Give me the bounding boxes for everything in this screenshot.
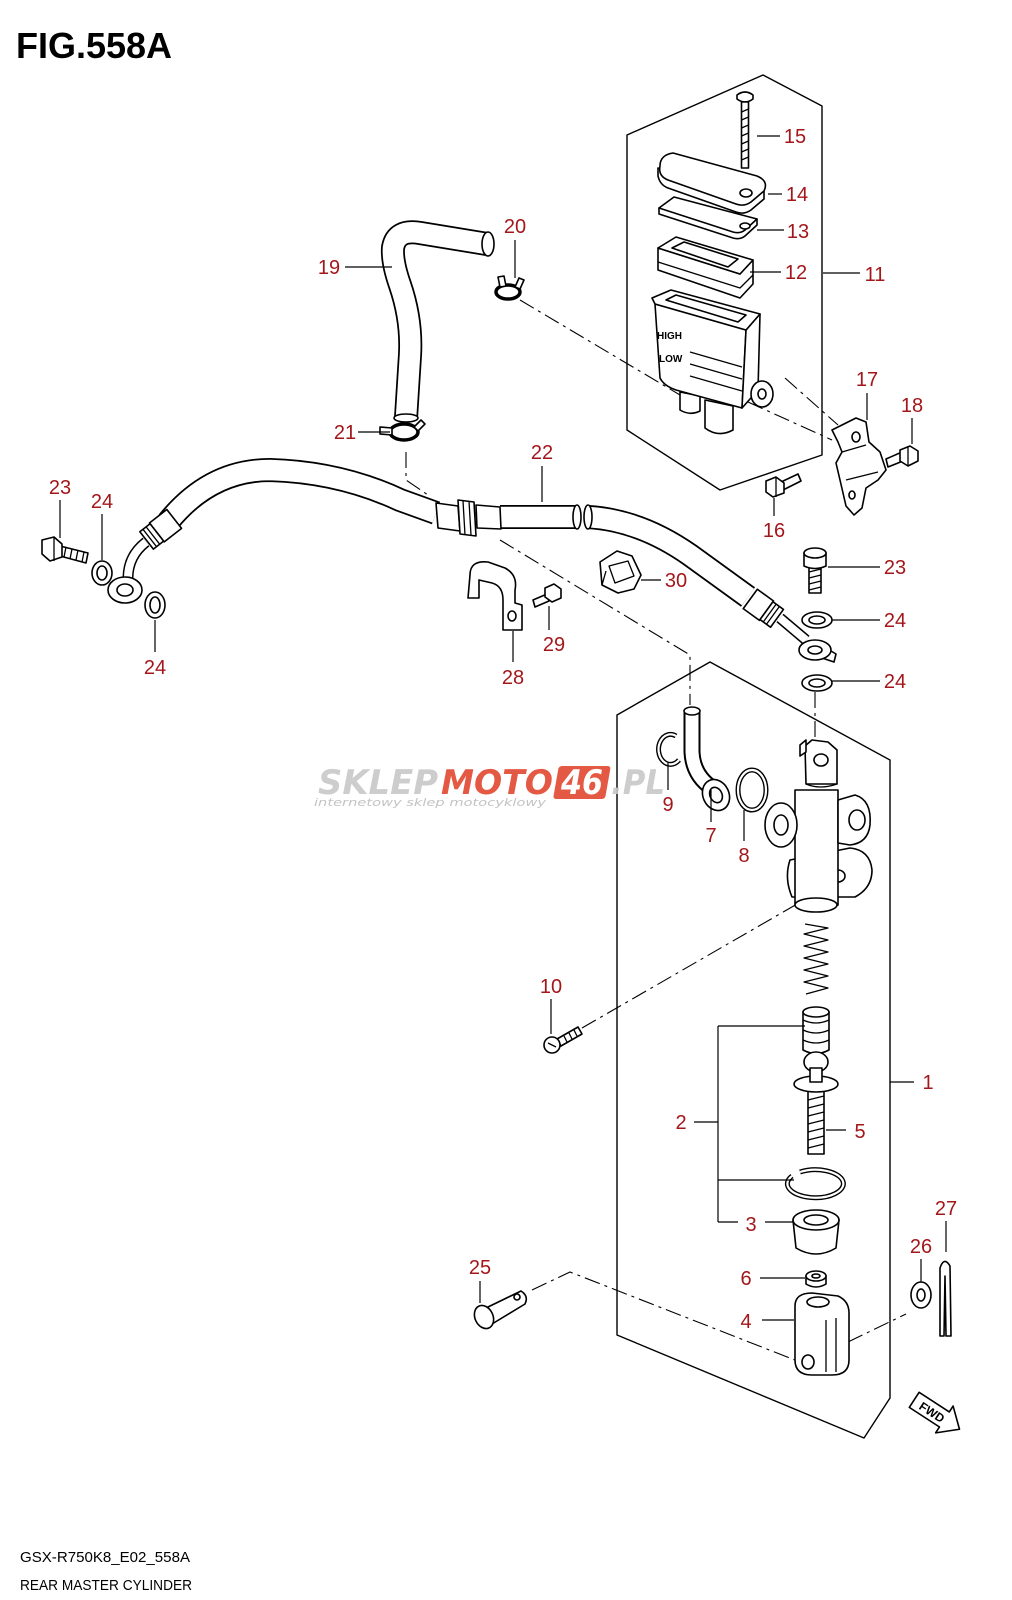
- screw-15: [736, 91, 754, 169]
- pin-25: [473, 1290, 528, 1330]
- clamp-30: [599, 550, 642, 594]
- plate-13: [658, 196, 758, 240]
- washer-24-left-top: [91, 560, 113, 586]
- callout-17: 17: [856, 369, 878, 391]
- callout-29: 29: [543, 634, 565, 656]
- callout-26: 26: [910, 1236, 932, 1258]
- clip-21: [379, 419, 426, 442]
- callout-27: 27: [935, 1198, 957, 1220]
- callout-7: 7: [705, 825, 716, 847]
- callout-18: 18: [901, 395, 923, 417]
- master-cylinder-assembly-box: [616, 661, 891, 1439]
- boot-3: [792, 1209, 840, 1255]
- push-rod-5: [793, 1051, 839, 1155]
- callout-8: 8: [738, 845, 749, 867]
- callout-20: 20: [504, 216, 526, 238]
- reservoir-low-mark: LOW: [659, 354, 683, 365]
- callout-23-right: 23: [884, 557, 906, 579]
- diaphragm-12: [657, 236, 754, 299]
- callout-13: 13: [787, 221, 809, 243]
- watermark-part-3: 46: [560, 763, 603, 803]
- callout-24-left-bottom: 24: [144, 657, 166, 679]
- bolt-29: [532, 583, 562, 608]
- callout-24-right-top: 24: [884, 610, 906, 632]
- callout-28: 28: [502, 667, 524, 689]
- watermark-part-1: SKLEP: [318, 763, 438, 803]
- callout-25: 25: [469, 1257, 491, 1279]
- banjo-fitting-right: [798, 639, 837, 663]
- callout-4: 4: [740, 1311, 751, 1333]
- callout-24-left-top: 24: [91, 491, 113, 513]
- master-cylinder-body: [764, 739, 873, 913]
- watermark-tagline: internetowy sklep motocyklowy: [314, 796, 547, 809]
- callout-6: 6: [740, 1268, 751, 1290]
- clamp-28: [467, 560, 523, 631]
- figure-caption: REAR MASTER CYLINDER: [20, 1577, 192, 1594]
- callout-21: 21: [334, 422, 356, 444]
- bolt-23-right: [803, 547, 827, 594]
- reservoir-high-mark: HIGH: [657, 331, 682, 342]
- callout-30: 30: [665, 570, 687, 592]
- callout-16: 16: [763, 520, 785, 542]
- piston: [802, 1006, 830, 1055]
- callout-1: 1: [922, 1072, 933, 1094]
- spring: [803, 923, 829, 995]
- callout-11: 11: [865, 264, 886, 286]
- watermark-logo: SKLEP MOTO 46 .PL internetowy sklep moto…: [314, 763, 665, 809]
- o-ring-8: [735, 767, 769, 813]
- banjo-fitting-left: [107, 576, 143, 604]
- bolt-16: [765, 473, 802, 498]
- fwd-arrow-icon: FWD: [908, 1391, 961, 1434]
- bracket-17: [831, 417, 887, 516]
- watermark-part-4: .PL: [611, 763, 665, 803]
- callouts: 15 14 13 12 11 19 20 17 18 21 22 16 23 2…: [49, 126, 957, 1333]
- bolt-18: [885, 445, 919, 468]
- cap-14: [657, 152, 767, 214]
- washer-26: [910, 1281, 932, 1309]
- watermark-part-2: MOTO: [441, 763, 553, 803]
- callout-12: 12: [785, 262, 807, 284]
- assembly-lines: [405, 299, 907, 1363]
- washer-24-right-bottom: [801, 674, 833, 692]
- clip-20: [494, 275, 525, 301]
- leader-lines: [59, 135, 947, 1321]
- callout-3: 3: [745, 1214, 756, 1236]
- washer-24-right-top: [801, 611, 833, 629]
- nut-6: [805, 1270, 827, 1288]
- callout-5: 5: [854, 1121, 865, 1143]
- elbow-fitting-7: [683, 706, 731, 812]
- reservoir-assembly-box: [626, 74, 823, 491]
- callout-9: 9: [662, 794, 673, 816]
- cotter-pin-27: [939, 1260, 952, 1337]
- callout-22: 22: [531, 442, 553, 464]
- washer-24-left-bottom: [144, 591, 166, 619]
- figure-title: FIG.558A: [16, 25, 172, 66]
- bolt-23-left: [41, 536, 89, 564]
- clevis-4: [794, 1292, 850, 1376]
- callout-2: 2: [675, 1112, 686, 1134]
- callout-19: 19: [318, 257, 340, 279]
- screw-10: [543, 1026, 583, 1054]
- reservoir-body: HIGH LOW: [651, 289, 774, 435]
- callout-14: 14: [786, 184, 808, 206]
- circlip-2: [784, 1167, 846, 1201]
- hose-19: [380, 220, 495, 423]
- callout-10: 10: [540, 976, 562, 998]
- callout-15: 15: [784, 126, 806, 148]
- brake-hose-22: [122, 458, 810, 645]
- callout-23-left: 23: [49, 477, 71, 499]
- callout-24-right-bottom: 24: [884, 671, 906, 693]
- figure-code: GSX-R750K8_E02_558A: [20, 1549, 190, 1566]
- circlip-9: [656, 731, 681, 767]
